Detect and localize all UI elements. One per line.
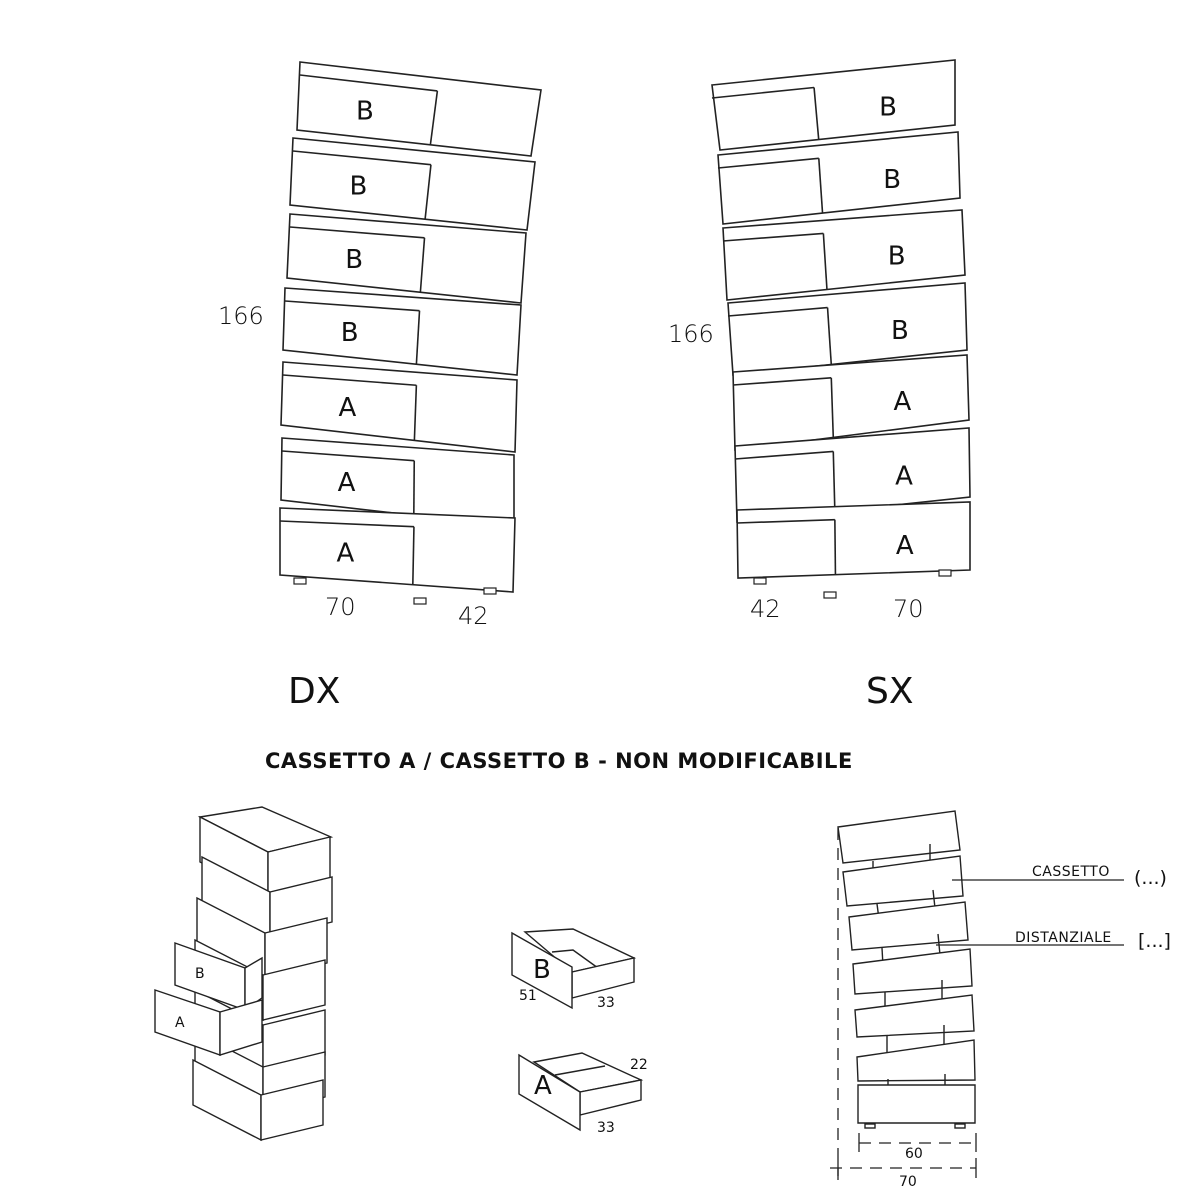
drawer-letter: B [350,171,368,201]
drawer-a-height-dimension: 22 [630,1057,648,1073]
drawer-letter: A [893,387,911,417]
foot [823,591,837,599]
drawer-letter: B [883,165,901,195]
drawer: A [734,427,971,523]
drawer-letter: A [337,538,355,568]
svg-text:A: A [175,1015,185,1031]
sx-width-dimension: 70 [893,595,924,623]
drawer-letter: A [895,462,913,492]
drawer: B [717,131,961,225]
drawer-b-detail: B [511,928,637,1010]
dx-width-dimension: 70 [325,593,356,621]
section-title: CASSETTO A / CASSETTO B - NON MODIFICABI… [265,749,853,773]
svg-text:B: B [533,955,551,985]
foot [483,587,497,595]
dx-drawer-stack: B B B B A A A [279,61,542,605]
drawer: B [286,213,527,304]
drawer-b-height-dimension: 51 [519,988,537,1004]
sx-depth-dimension: 42 [750,595,781,623]
iso-open-drawer-b: B [174,942,263,1012]
front-view-stack [837,810,976,1129]
drawer-letter: B [356,97,374,127]
dx-height-dimension: 166 [218,302,264,330]
drawer: A [280,361,518,453]
dx-depth-dimension: 42 [458,602,489,630]
sx-label: SX [866,671,914,712]
sx-drawer-stack: B B B B A A A [711,59,971,599]
drawer-a-depth-dimension: 33 [597,1120,615,1136]
drawer-letter: B [341,318,359,348]
front-drawer [848,901,969,951]
drawer-b-depth-dimension: 33 [597,995,615,1011]
spacer [932,889,936,909]
drawer-letter: A [896,531,914,561]
iso-drawer [192,1058,324,1142]
front-drawer [837,810,961,864]
drawer: A [736,501,971,579]
drawer-letter: A [338,468,356,498]
drawer-letter: B [345,245,363,275]
drawer-letter: A [339,393,357,423]
foot [938,569,952,577]
front-drawer [857,1084,976,1124]
drawer: B [296,61,542,157]
dimension-lines [830,879,1124,1178]
drawer: B [289,137,536,231]
drawer: A [279,507,516,593]
foot [753,577,767,585]
front-drawer [856,1039,976,1082]
distanziale-label: DISTANZIALE [1015,930,1112,946]
drawer: B [711,59,956,151]
isometric-stack [192,806,334,1142]
drawer: A [280,437,515,528]
drawer: A [732,354,970,451]
front-drawer [852,948,973,995]
dx-label: DX [288,671,340,712]
drawer: B [722,209,966,301]
drawer-a-detail: A [518,1052,644,1132]
foot [864,1123,876,1129]
sx-height-dimension: 166 [668,320,714,348]
drawer-letter: B [879,93,897,123]
svg-text:B: B [195,966,205,982]
front-drawer [854,994,975,1038]
distanziale-note: [...] [1138,930,1171,952]
cassetto-label: CASSETTO [1032,864,1110,880]
drawer-letter: B [888,242,906,272]
drawer-letter: B [891,316,909,346]
iso-open-drawer-a: A [154,989,263,1056]
foot [954,1123,966,1129]
iso-drawer [197,806,334,899]
inner-width-dimension: 60 [905,1146,923,1162]
cassetto-note: (...) [1134,867,1167,889]
outer-width-dimension: 70 [899,1174,917,1190]
svg-text:A: A [534,1071,552,1101]
foot [293,577,307,585]
drawer: B [282,287,522,376]
drawer: B [727,282,968,376]
front-drawer [842,855,964,907]
foot [413,597,427,605]
